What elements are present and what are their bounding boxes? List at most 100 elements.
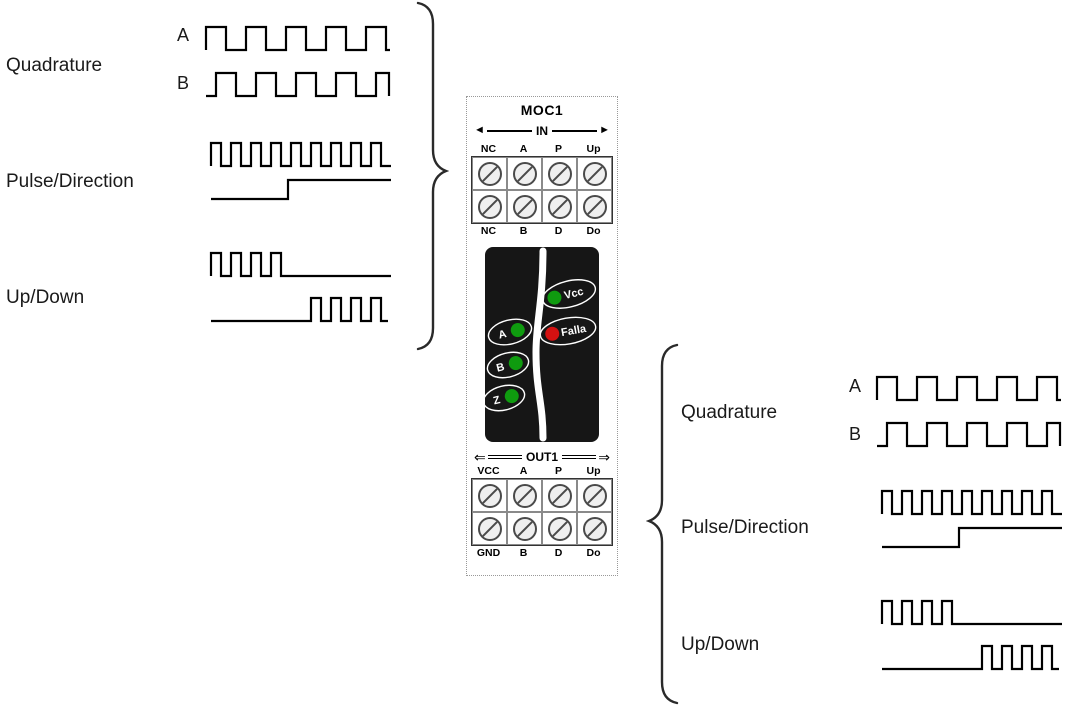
screw-icon [477,161,502,186]
in-terminal-p [542,157,577,190]
right-waveform-quadrature-a [875,375,1063,402]
terminal-label: Up [586,465,601,477]
led-outline [539,316,597,346]
right-quadrature-label: Quadrature [681,402,778,423]
led-outline [486,351,530,379]
screw-icon [582,194,607,219]
in-arrow-left-icon: ◄ [474,124,485,136]
in-terminal-b [507,190,542,223]
led-z: Z [482,384,526,412]
led-falla-label: Falla [560,323,588,339]
right-up-down-label: Up/Down [681,634,760,655]
out-arrow-left-icon: ⇐ [474,448,486,465]
in-arrow-right-icon: ► [599,124,610,136]
out-line-right [562,454,597,459]
in-header: ◄ IN ► [474,123,610,138]
led-b: B [486,351,530,379]
led-outline [482,384,526,412]
terminal-label: A [519,143,528,155]
terminal-label: B [519,225,528,237]
in-terminal-labels-bottom: NC B D Do [471,225,613,237]
terminal-label: NC [480,143,497,155]
screw-icon [547,516,572,541]
out-terminal-grid [471,478,613,546]
screw-icon [512,194,537,219]
in-terminal-nc [472,157,507,190]
left-quadrature-a-label: A [177,25,190,45]
out-terminal-a [507,479,542,512]
right-quadrature-a-label: A [849,376,862,396]
led-z-dot [504,389,519,404]
terminal-label: NC [480,225,497,237]
panel-slot [532,247,547,442]
terminal-label: Do [586,547,601,559]
in-terminal-grid [471,156,613,224]
in-terminal-a [507,157,542,190]
terminal-label: P [554,465,562,477]
terminal-label: B [519,547,528,559]
left-waveform-up-pulses [209,251,393,278]
led-z-label: Z [492,394,502,407]
led-a: A [487,318,533,346]
led-vcc-label: Vcc [563,286,585,302]
screw-icon [547,161,572,186]
led-vcc-dot [547,290,562,305]
terminal-label: P [554,143,562,155]
screw-icon [477,516,502,541]
left-waveform-down-pulses [209,296,390,323]
screw-icon [582,483,607,508]
led-b-label: B [495,361,506,375]
left-waveform-direction-step [209,178,393,201]
out-terminal-b [507,512,542,545]
in-terminal-d [542,190,577,223]
screw-icon [512,516,537,541]
screw-icon [512,161,537,186]
right-waveform-pulse-train [880,489,1064,516]
right-waveform-direction-step [880,526,1064,549]
in-line-left [486,129,532,132]
screw-icon [582,161,607,186]
led-panel: Vcc Falla A B Z [482,247,599,442]
out-line-left [487,454,522,459]
led-vcc: Vcc [541,279,597,309]
out-terminal-vcc [472,479,507,512]
in-line-right [552,129,598,132]
right-waveform-down-pulses [880,644,1061,671]
right-brace [646,343,679,705]
left-brace [416,1,449,351]
in-terminal-up [577,157,612,190]
right-quadrature-b-label: B [849,424,862,444]
in-terminal-labels-top: NC A P Up [471,143,613,155]
terminal-label: GND [476,547,501,559]
led-a-label: A [497,328,508,342]
module-title: MOC1 [520,102,564,118]
screw-icon [477,483,502,508]
left-waveform-quadrature-b [204,71,391,98]
led-outline [541,279,597,309]
left-quadrature-b-label: B [177,73,190,93]
in-terminal-nc2 [472,190,507,223]
module-box: MOC1 ◄ IN ► NC A P Up NC B D [466,96,618,576]
terminal-label: Do [586,225,601,237]
out-terminal-labels-bottom: GND B D Do [471,547,613,559]
in-label: IN [536,123,548,138]
right-waveform-up-pulses [880,599,1064,626]
led-a-dot [510,323,525,338]
left-waveform-pulse-train [209,141,393,168]
terminal-label: VCC [477,465,500,477]
right-pulse-direction-label: Pulse/Direction [681,517,809,538]
terminal-label: D [554,547,563,559]
screw-icon [477,194,502,219]
screw-icon [547,483,572,508]
terminal-label: D [554,225,563,237]
left-pulse-direction-label: Pulse/Direction [6,171,134,192]
out-terminal-gnd [472,512,507,545]
right-waveform-quadrature-b [875,421,1062,448]
led-b-dot [508,356,523,371]
led-outline [487,318,533,346]
out-terminal-p [542,479,577,512]
left-quadrature-label: Quadrature [6,55,103,76]
out-label: OUT1 [526,449,559,464]
out-arrow-right-icon: ⇒ [598,448,611,465]
